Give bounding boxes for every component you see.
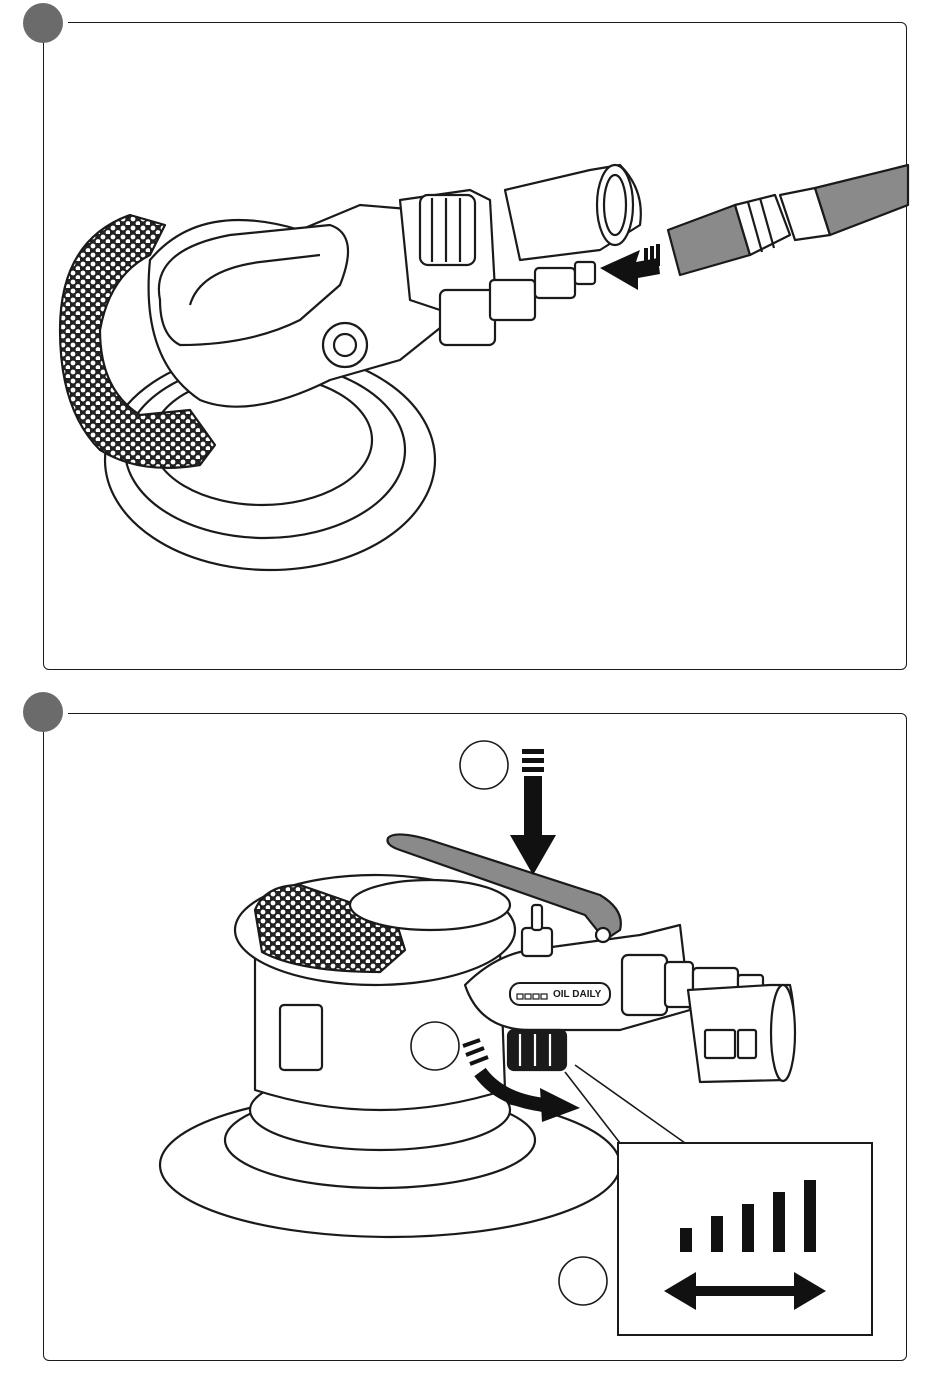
press-arrow-icon <box>510 749 556 875</box>
speed-bar-2 <box>711 1216 723 1252</box>
speed-bar-5 <box>804 1180 816 1252</box>
speed-bar-4 <box>773 1192 785 1252</box>
callout-circle-c <box>559 1257 607 1305</box>
sander-illustration-top <box>60 165 641 570</box>
oil-daily-text: OIL DAILY <box>553 989 602 1000</box>
air-hose-coupler <box>668 165 908 275</box>
speed-bar-1 <box>680 1228 692 1252</box>
callout-circle-b <box>411 1022 459 1070</box>
oil-daily-label: OIL DAILY <box>510 983 610 1005</box>
speed-bar-3 <box>742 1204 754 1252</box>
insert-arrow-icon <box>600 244 660 290</box>
callout-circle-a <box>460 741 508 789</box>
